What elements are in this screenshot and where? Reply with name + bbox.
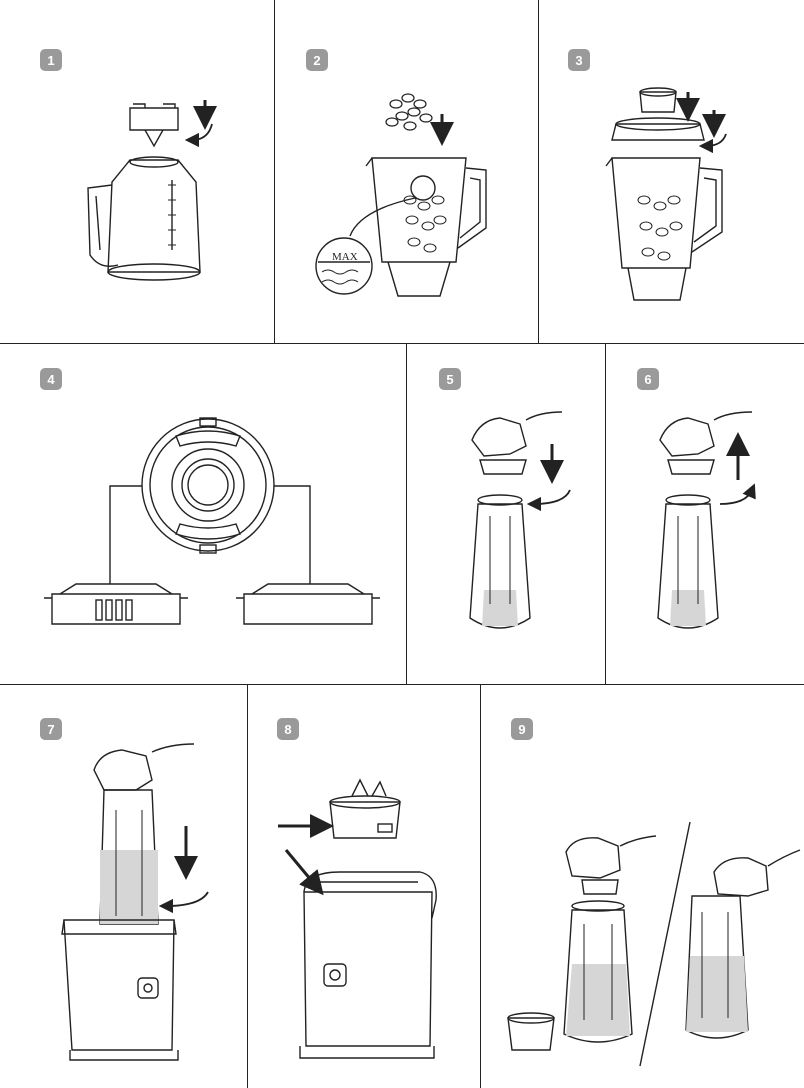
divider-top-2 [538, 0, 539, 343]
blade-unit [667, 459, 715, 475]
hand [713, 857, 769, 897]
max-magnifier [315, 237, 373, 295]
arrow-rotate-icon [158, 891, 209, 914]
jug-body [107, 159, 201, 273]
arrow-rotate-icon [719, 483, 756, 505]
lid-top-view [141, 418, 275, 552]
step-badge-7: 7 [40, 718, 62, 740]
step-badge-8: 8 [277, 718, 299, 740]
divider-row-2 [0, 684, 804, 685]
arrow-rotate-icon [184, 123, 213, 148]
bottle-body [657, 503, 719, 629]
blade-unit [129, 107, 179, 131]
divider-bot-1 [247, 684, 248, 1088]
step-badge-5: 5 [439, 368, 461, 390]
step1-illustration [87, 100, 217, 281]
step-badge-2: 2 [306, 49, 328, 71]
hand [471, 417, 527, 457]
power-button [137, 977, 159, 999]
bottle-body [469, 503, 531, 629]
step-badge-6: 6 [637, 368, 659, 390]
arrow-rotate-icon [526, 489, 571, 512]
step8-illustration [278, 778, 437, 1059]
arrow-rotate-icon [698, 133, 727, 154]
jug-body [611, 157, 701, 269]
divider-mid-2 [605, 343, 606, 684]
divider-mid-1 [406, 343, 407, 684]
lid-cap [639, 91, 677, 113]
arrow-down-right-icon [284, 849, 324, 896]
divider-row-1 [0, 343, 804, 344]
jug-lid [611, 123, 705, 141]
divider-diagonal [639, 821, 691, 1067]
lid-side-view-left [44, 583, 188, 625]
step-badge-3: 3 [568, 49, 590, 71]
step6-illustration [657, 411, 756, 629]
divider-bot-2 [480, 684, 481, 1088]
step3-illustration [605, 87, 727, 301]
hand [93, 749, 153, 791]
blender-base [63, 919, 175, 1051]
step5-illustration [469, 411, 571, 629]
step7-illustration [61, 743, 209, 1061]
step-badge-4: 4 [40, 368, 62, 390]
lid-side-view-right [236, 583, 380, 625]
step-badge-1: 1 [40, 49, 62, 71]
hand [659, 417, 715, 457]
bottle-cap [581, 879, 619, 895]
step2-illustration [315, 93, 487, 297]
power-button [323, 963, 347, 987]
step4-illustration [44, 417, 380, 625]
blender-base [303, 891, 433, 1047]
jug-body [371, 157, 467, 263]
spare-blade-unit [507, 1017, 555, 1051]
hand [565, 837, 621, 879]
max-label: MAX [332, 251, 358, 263]
blade-unit [479, 459, 527, 475]
step-badge-9: 9 [511, 718, 533, 740]
coffee-beans [385, 93, 433, 131]
divider-top-1 [274, 0, 275, 343]
step9-illustration [507, 821, 801, 1067]
